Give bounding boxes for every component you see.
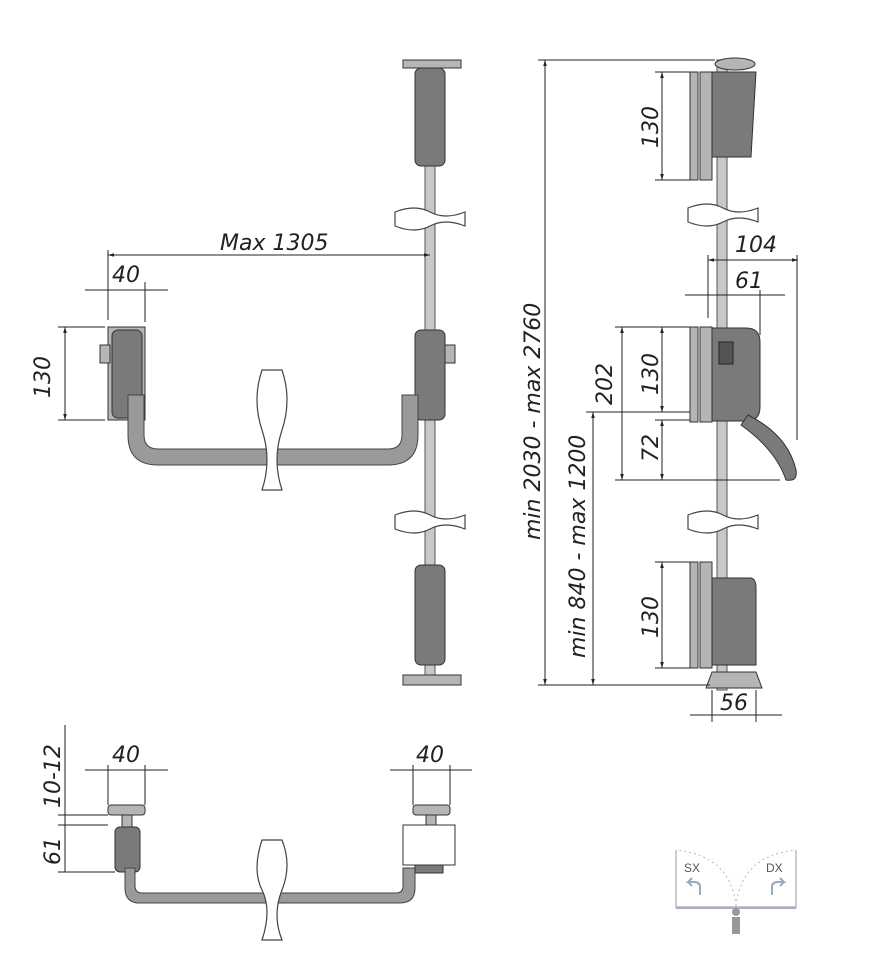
turn-right-arrow-icon (771, 877, 787, 895)
mid-box-height-label: 130 (639, 353, 664, 395)
turn-left-arrow-icon (685, 877, 701, 895)
plan-left-width-label: 40 (112, 743, 140, 768)
plan-end-box (114, 826, 141, 873)
center-lock-box (414, 329, 446, 421)
person-icon (732, 908, 740, 916)
side-view: min 2030 - max 2760 min 840 - max 1200 2… (521, 57, 798, 722)
handle-drop-label: 72 (639, 434, 664, 462)
door-handing-icon: SX DX (675, 849, 797, 934)
top-strike-plate (402, 59, 462, 69)
plan-depth-label: 61 (41, 837, 66, 865)
break-mark (256, 369, 288, 491)
depth-total-label: 104 (735, 233, 777, 258)
plan-view: 40 40 10-12 61 (41, 725, 472, 941)
box-height-label: 130 (31, 356, 56, 398)
depth-box-label: 61 (735, 269, 763, 294)
handle-height-label: min 840 - max 1200 (566, 435, 591, 658)
front-view: Max 1305 40 130 (31, 59, 466, 686)
bottom-strike-plate (402, 674, 462, 686)
floor-foot (705, 671, 763, 689)
sx-label: SX (684, 861, 700, 875)
plan-push-bar (124, 867, 416, 904)
plan-lock-box (402, 824, 456, 866)
side-top-latch (711, 71, 757, 158)
dx-label: DX (766, 861, 783, 875)
plan-right-width-label: 40 (416, 743, 444, 768)
plan-gap-label: 10-12 (41, 744, 66, 808)
bottom-latch (414, 564, 446, 666)
end-width-label: 40 (112, 263, 140, 288)
top-latch (414, 67, 446, 167)
top-box-height-label: 130 (639, 106, 664, 148)
foot-width-label: 56 (720, 691, 748, 716)
total-height-label: min 2030 - max 2760 (521, 303, 546, 540)
bottom-box-height-label: 130 (639, 596, 664, 638)
lever-handle (740, 414, 797, 481)
handle-span-label: 202 (593, 363, 618, 405)
side-bottom-latch (711, 577, 757, 666)
break-mark (394, 510, 466, 534)
max-width-label: Max 1305 (220, 231, 328, 256)
break-mark (394, 207, 466, 231)
